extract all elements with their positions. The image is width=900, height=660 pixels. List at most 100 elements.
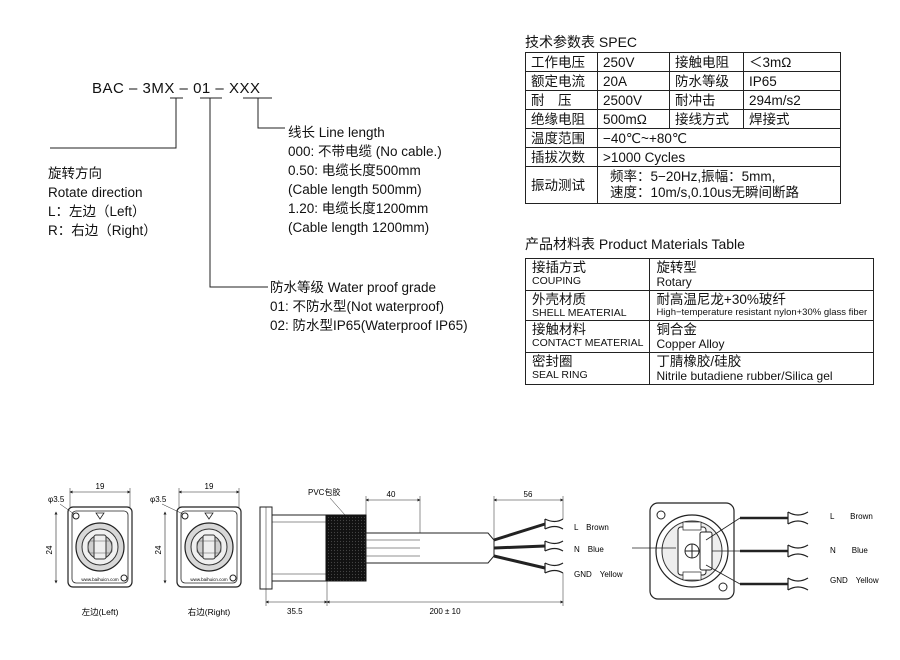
table-row: 额定电流 20A 防水等级 IP65 — [525, 71, 841, 91]
rotate-item-left: L：左边（Left） — [48, 204, 146, 219]
mat-label: 密封圈 SEAL RING — [524, 352, 651, 385]
spec-cell: 绝缘电阻 — [525, 109, 598, 129]
spec-cell: 防水等级 — [669, 71, 744, 91]
mat-label: 接触材料 CONTACT MEATERIAL — [524, 320, 651, 353]
pvc-label: PVC包胶 — [308, 487, 340, 497]
line-length-legend: 线长 Line length 000: 不带电缆 (No cable.) 0.5… — [288, 123, 442, 237]
mat-label: 接插方式 COUPING — [524, 258, 651, 291]
line-length-item: 0.50: 电缆长度500mm — [288, 163, 421, 178]
spec-cell: 振动测试 — [525, 166, 598, 204]
line-length-item: (Cable length 1200mm) — [288, 220, 430, 235]
mat-label-zh: 外壳材质 — [532, 292, 586, 307]
mat-label-zh: 密封圈 — [532, 354, 573, 369]
line-length-item: 000: 不带电缆 (No cable.) — [288, 144, 442, 159]
dim-hole: φ3.5 — [150, 495, 167, 504]
mat-value-en: Rotary — [656, 275, 692, 289]
line-length-item: (Cable length 500mm) — [288, 182, 422, 197]
connector-side-view: L Brown N Blue GND Yellow PVC包胶 40 56 35… — [259, 487, 623, 616]
spec-cell: IP65 — [743, 71, 841, 91]
dim-width: 19 — [205, 482, 214, 491]
vibration-line: 频率：5−20Hz,振幅：5mm, — [610, 169, 776, 184]
dim-width: 19 — [96, 482, 105, 491]
pn-prefix: BAC — [92, 80, 125, 97]
spec-title: 技术参数表 SPEC — [525, 34, 638, 50]
mat-value-zh: 耐高温尼龙+30%玻纤 — [656, 292, 786, 307]
dim-40: 40 — [387, 490, 396, 499]
dim-height: 24 — [45, 545, 54, 554]
wire-label-gnd: GND Yellow — [830, 576, 879, 585]
pn-dash: – — [179, 80, 189, 97]
mat-label-en: CONTACT MEATERIAL — [532, 337, 644, 349]
rotate-legend: 旋转方向 Rotate direction L：左边（Left） R：右边（Ri… — [48, 164, 157, 240]
table-row: 密封圈 SEAL RING 丁腈橡胶/硅胶 Nitrile butadiene … — [524, 352, 875, 385]
part-number: BAC – 3MX – 01 – XXX — [92, 80, 260, 97]
mat-value: 铜合金 Copper Alloy — [649, 320, 875, 353]
waterproof-item: 01: 不防水型(Not waterproof) — [270, 299, 445, 314]
mat-value: 耐高温尼龙+30%玻纤 High−temperature resistant n… — [649, 290, 875, 321]
mat-value-en: Nitrile butadiene rubber/Silica gel — [656, 369, 833, 383]
spec-cell: 频率：5−20Hz,振幅：5mm, 速度：10m/s,0.10us无瞬间断路 — [597, 166, 841, 204]
materials-table: 接插方式 COUPING 旋转型 Rotary 外壳材质 SHELL MEATE… — [524, 258, 875, 385]
table-row: 插拔次数 >1000 Cycles — [525, 147, 841, 167]
brand-label: www.baihuicn.com — [81, 577, 119, 582]
dim-56: 56 — [524, 490, 533, 499]
spec-cell: 焊接式 — [743, 109, 841, 129]
spec-cell: ＜3mΩ — [743, 52, 841, 72]
wire-label-l: L Brown — [830, 512, 873, 521]
mat-value-en: Copper Alloy — [656, 337, 725, 351]
left-caption: 左边(Left) — [82, 607, 119, 617]
spec-cell: 250V — [597, 52, 670, 72]
waterproof-item: 02: 防水型IP65(Waterproof IP65) — [270, 318, 468, 333]
mat-value-zh: 铜合金 — [656, 322, 697, 337]
materials-title: 产品材料表 Product Materials Table — [525, 236, 745, 252]
dim-200: 200 ± 10 — [429, 607, 461, 616]
right-caption: 右边(Right) — [188, 607, 231, 617]
mat-value-zh: 旋转型 — [656, 260, 697, 275]
waterproof-legend: 防水等级 Water proof grade 01: 不防水型(Not wate… — [270, 278, 468, 335]
wire-label-gnd: GND Yellow — [574, 570, 623, 579]
table-row: 接触材料 CONTACT MEATERIAL 铜合金 Copper Alloy — [524, 320, 875, 353]
table-row: 耐 压 2500V 耐冲击 294m/s2 — [525, 90, 841, 110]
line-length-item: 1.20: 电缆长度1200mm — [288, 201, 429, 216]
dim-hole: φ3.5 — [48, 495, 65, 504]
dim-height: 24 — [154, 545, 163, 554]
connector-rear-view: L Brown N Blue GND Yellow — [632, 502, 879, 600]
pn-dash: – — [215, 80, 225, 97]
mat-label-en: SHELL MEATERIAL — [532, 307, 627, 319]
rotate-title-en: Rotate direction — [48, 185, 143, 200]
pn-seg2: 01 — [193, 80, 211, 97]
mat-label-zh: 接插方式 — [532, 260, 586, 275]
connector-front-left: www.baihuicn.com 19 φ3.5 24 左边(Left) — [45, 482, 133, 617]
mat-label: 外壳材质 SHELL MEATERIAL — [524, 290, 651, 321]
spec-cell: 耐 压 — [525, 90, 598, 110]
spec-cell: 2500V — [597, 90, 670, 110]
waterproof-title: 防水等级 Water proof grade — [270, 280, 437, 295]
connector-front-right: www.baihuicn.com 19 φ3.5 24 右边(Right) — [150, 482, 242, 617]
dim-35-5: 35.5 — [287, 607, 303, 616]
spec-cell: 插拔次数 — [525, 147, 598, 167]
mat-label-en: COUPING — [532, 275, 582, 287]
mat-label-en: SEAL RING — [532, 369, 588, 381]
spec-cell: 294m/s2 — [743, 90, 841, 110]
table-row: 接插方式 COUPING 旋转型 Rotary — [524, 258, 875, 291]
wire-label-n: N Blue — [574, 545, 604, 554]
wire-label-n: N Blue — [830, 546, 868, 555]
spec-cell: 额定电流 — [525, 71, 598, 91]
table-row: 振动测试 频率：5−20Hz,振幅：5mm, 速度：10m/s,0.10us无瞬… — [525, 166, 841, 204]
pn-dash: – — [129, 80, 138, 97]
line-length-title: 线长 Line length — [288, 125, 385, 140]
table-row: 外壳材质 SHELL MEATERIAL 耐高温尼龙+30%玻纤 High−te… — [524, 290, 875, 321]
pn-seg1: 3MX — [142, 80, 175, 97]
rotate-title-zh: 旋转方向 — [48, 166, 102, 181]
wire-label-l: L Brown — [574, 523, 609, 532]
rotate-item-right: R：右边（Right） — [48, 223, 157, 238]
spec-table: 工作电压 250V 接触电阻 ＜3mΩ 额定电流 20A 防水等级 IP65 耐… — [525, 52, 841, 204]
mat-value-zh: 丁腈橡胶/硅胶 — [656, 354, 742, 369]
vibration-line: 速度：10m/s,0.10us无瞬间断路 — [610, 185, 800, 200]
mat-value-en: High−temperature resistant nylon+30% gla… — [656, 307, 868, 318]
mat-label-zh: 接触材料 — [532, 322, 586, 337]
brand-label: www.baihuicn.com — [190, 577, 228, 582]
pn-seg3: XXX — [228, 80, 261, 97]
mat-value: 丁腈橡胶/硅胶 Nitrile butadiene rubber/Silica … — [649, 352, 875, 385]
